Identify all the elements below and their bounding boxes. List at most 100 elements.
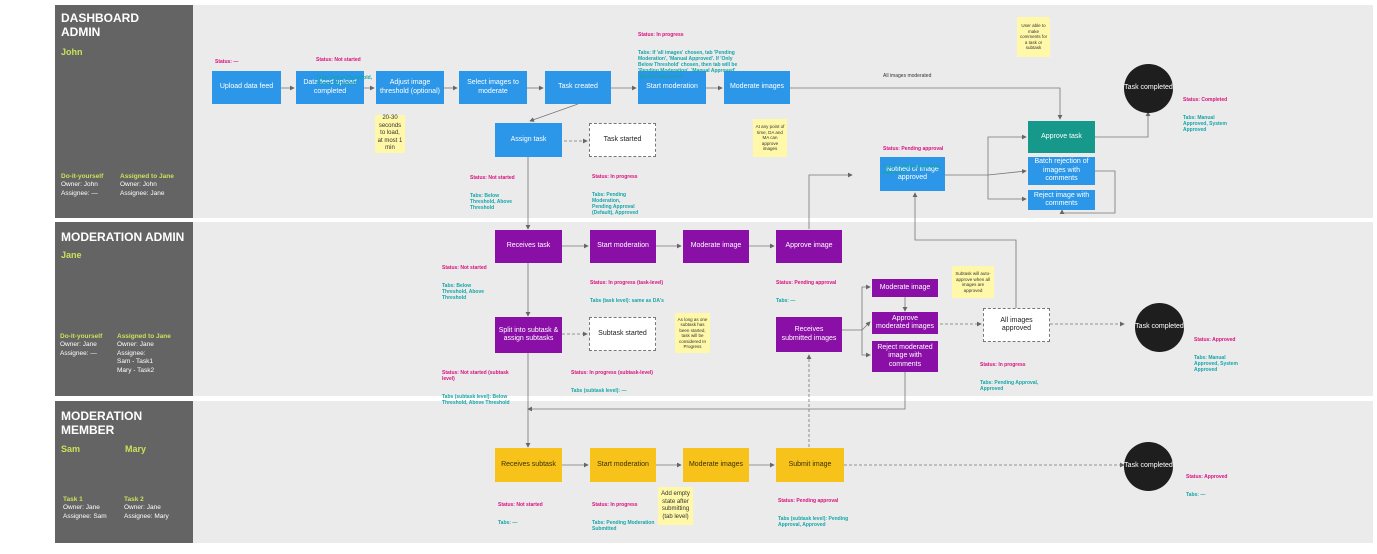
lane-title: MODERATION ADMIN xyxy=(61,230,185,244)
node-submit-image[interactable]: Submit image xyxy=(776,448,844,482)
tabs-text: Tabs: If 'all images' chosen, tab 'Pendi… xyxy=(638,50,738,80)
lane-label-moderation-member: MODERATION MEMBER Sam Mary Task 1 Owner:… xyxy=(55,401,193,543)
lane-col1-heading: Do-it-yourself xyxy=(61,173,104,180)
tabs-text: Tabs: Pending Moderation, Pending Approv… xyxy=(592,192,639,216)
tabs-text: Tabs: Below Threshold, Above Threshold xyxy=(442,283,485,301)
status-inprog-all-approved: Status: In progress Tabs: Pending Approv… xyxy=(980,350,1038,404)
note-empty-state: Add empty state after submitting (tab le… xyxy=(658,487,693,525)
tabs-text: Tabs: Pending Approval, Approved xyxy=(980,380,1039,392)
node-approve-task[interactable]: Approve task xyxy=(1028,121,1095,153)
lane-title: MODERATION MEMBER xyxy=(61,409,143,437)
lane-col2-heading: Assigned to Jane xyxy=(120,173,174,180)
status-text: Status: In progress (subtask-level) xyxy=(571,370,653,376)
note-as-long-as: As long as one subtask has been started,… xyxy=(675,313,710,353)
node-receives-submitted[interactable]: Receives submitted images xyxy=(776,317,842,352)
lane-col1-text: Owner: Jane Assignee: Sam xyxy=(63,504,107,520)
note-any-point: At any point of time, DA and MA can appr… xyxy=(753,119,787,157)
node-moderate-images-da[interactable]: Moderate images xyxy=(724,71,790,104)
status-text: Status: Pending approval xyxy=(778,498,839,504)
lane-title: DASHBOARD ADMIN xyxy=(61,11,139,39)
lane-user-name: Jane xyxy=(61,250,82,260)
node-start-moderation-ma[interactable]: Start moderation xyxy=(590,230,656,263)
node-task-completed-ma[interactable]: Task completed xyxy=(1135,303,1184,352)
tabs-text: Tabs: Below Threshold, Above Threshold xyxy=(470,193,513,211)
node-select-images[interactable]: Select images to moderate xyxy=(459,71,527,104)
lane-col2-heading: Task 2 xyxy=(124,496,144,503)
tabs-text: Tabs: Manual Approved, System Approved xyxy=(1194,355,1238,373)
status-in-progress-da: Status: In progress Tabs: If 'all images… xyxy=(638,20,737,92)
status-mm-pending: Status: Pending approval Tabs (subtask l… xyxy=(778,486,848,540)
node-reject-moderated[interactable]: Reject moderated image with comments xyxy=(872,341,938,372)
status-text: Status: In progress xyxy=(592,502,638,508)
node-assign-task[interactable]: Assign task xyxy=(495,123,562,157)
tabs-text: Tabs (subtask level): Pending Approval, … xyxy=(778,516,849,528)
lane-user-name: John xyxy=(61,47,83,57)
node-moderate-images-mm[interactable]: Moderate images xyxy=(683,448,749,482)
tabs-text: Tabs: — xyxy=(776,298,796,304)
node-task-completed-mm[interactable]: Task completed xyxy=(1124,442,1173,491)
status-assign-not-started: Status: Not started Tabs: Below Threshol… xyxy=(470,163,515,223)
node-approve-moderated[interactable]: Approve moderated images xyxy=(872,312,938,334)
status-text: Status: In progress xyxy=(592,174,638,180)
node-moderate-image-ma[interactable]: Moderate image xyxy=(683,230,749,263)
node-approve-image-ma[interactable]: Approve image xyxy=(776,230,842,263)
status-pending-approval-ma: Status: Pending approval Tabs: — xyxy=(776,268,836,316)
lane-label-moderation-admin: MODERATION ADMIN Jane Do-it-yourself Own… xyxy=(55,222,193,396)
status-text: Status: Pending approval xyxy=(776,280,837,286)
tabs-text: Tabs (subtask level): Below Threshold, A… xyxy=(442,394,510,406)
note-user-comments: User able to make comments for a task or… xyxy=(1017,17,1050,57)
status-text: Status: Completed xyxy=(1183,97,1228,103)
tabs-text: Tabs: — xyxy=(498,520,518,526)
lane-col2-text: Owner: Jane Assignee: Mary xyxy=(124,504,169,520)
tabs-text: Tabs (task level): same as DA's xyxy=(590,298,664,304)
tabs-text: Tabs: Manual Approved, System Approved xyxy=(1183,115,1227,133)
status-text: Status: Approved xyxy=(1194,337,1236,343)
status-text: Status: Not started (subtask level) xyxy=(442,370,509,382)
tabs-text: Tabs: — xyxy=(1186,492,1206,498)
node-notified-approved[interactable]: Notified of image approved xyxy=(880,157,945,191)
status-task-started: Status: In progress Tabs: Pending Modera… xyxy=(592,162,638,228)
lane-col2-text: Owner: Jane Assignee: Sam - Task1 Mary -… xyxy=(117,341,155,374)
node-subtask-started[interactable]: Subtask started xyxy=(589,317,656,351)
tabs-text: Tabs: Pending Approval, Approved xyxy=(883,164,942,176)
node-split-subtask[interactable]: Split into subtask & assign subtasks xyxy=(495,317,562,353)
node-upload-data-feed[interactable]: Upload data feed xyxy=(212,71,281,104)
status-split-not-started: Status: Not started (subtask level) Tabs… xyxy=(442,358,510,418)
node-all-images-approved[interactable]: All images approved xyxy=(983,308,1050,342)
tabs-text: Tabs (subtask level): — xyxy=(571,388,627,394)
node-task-started[interactable]: Task started xyxy=(589,123,656,157)
node-batch-rejection[interactable]: Batch rejection of images with comments xyxy=(1028,157,1095,185)
node-data-feed-upload-completed[interactable]: Data feed upload completed xyxy=(296,71,364,104)
status-completed-da: Status: Completed Tabs: Manual Approved,… xyxy=(1183,85,1227,145)
status-inprog-task-level: Status: In progress (task-level) Tabs (t… xyxy=(590,268,664,316)
status-text: Status: Not started xyxy=(442,265,487,271)
node-reject-image[interactable]: Reject image with comments xyxy=(1028,190,1095,210)
node-start-moderation-da[interactable]: Start moderation xyxy=(638,71,706,104)
lane-col1-heading: Task 1 xyxy=(63,496,83,503)
lane-col1-text: Owner: Jane Assignee: — xyxy=(60,341,97,357)
status-text: Status: Not started xyxy=(498,502,543,508)
status-text: Status: Not started xyxy=(470,175,515,181)
node-adjust-image-threshold[interactable]: Adjust image threshold (optional) xyxy=(376,71,444,104)
node-receives-task[interactable]: Receives task xyxy=(495,230,562,263)
lane-col2-heading: Assigned to Jane xyxy=(117,333,171,340)
status-text: Status: Not started xyxy=(316,57,361,63)
node-task-created[interactable]: Task created xyxy=(545,71,611,104)
status-text: Status: In progress (task-level) xyxy=(590,280,664,286)
status-text: Status: In progress xyxy=(980,362,1026,368)
lane-col1-text: Owner: John Assignee: — xyxy=(61,181,98,197)
status-upload: Status: — xyxy=(215,59,238,65)
lane-col1-heading: Do-it-yourself xyxy=(60,333,103,340)
node-moderate-image-ma2[interactable]: Moderate image xyxy=(872,279,938,297)
edge-label-all-images-moderated: All images moderated xyxy=(883,73,932,79)
tabs-text: Tabs: Below Threshold, Above Threshold xyxy=(316,75,373,87)
status-mm-not-started: Status: Not started Tabs: — xyxy=(498,490,543,538)
node-start-moderation-mm[interactable]: Start moderation xyxy=(590,448,656,482)
status-text: Status: — xyxy=(215,59,239,65)
node-task-completed-da[interactable]: Task completed xyxy=(1124,64,1173,113)
status-approved-ma: Status: Approved Tabs: Manual Approved, … xyxy=(1194,325,1238,385)
lane-user-name-2: Mary xyxy=(125,444,147,454)
node-receives-subtask[interactable]: Receives subtask xyxy=(495,448,562,482)
